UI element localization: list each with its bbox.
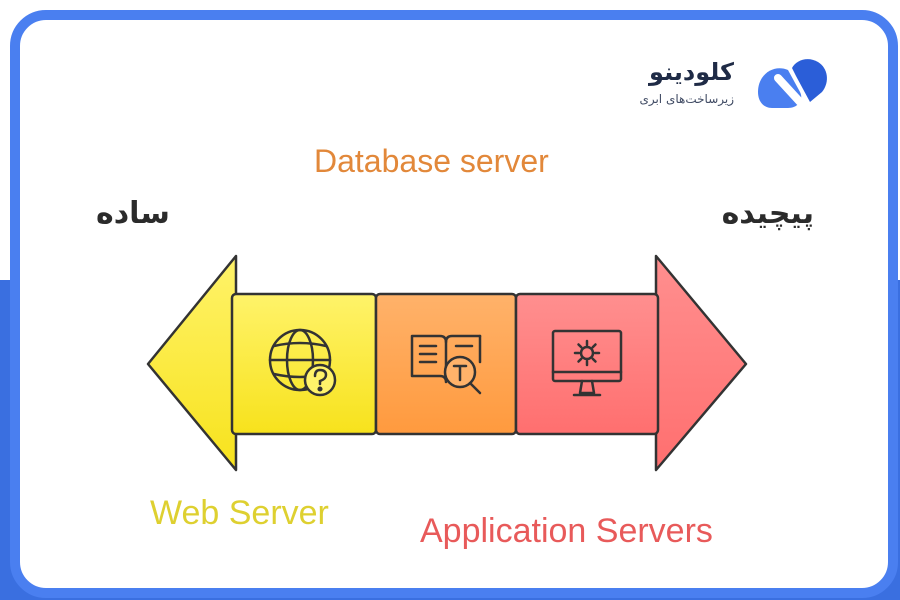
globe-question-icon <box>268 328 337 397</box>
monitor-gear-icon <box>551 329 623 397</box>
brand-tagline: زیرساخت‌های ابری <box>639 92 734 106</box>
application-servers-label: Application Servers <box>420 512 713 550</box>
simple-label: ساده <box>96 196 170 231</box>
right-arrowhead <box>654 254 748 472</box>
book-search-icon <box>410 334 482 395</box>
web-server-label: Web Server <box>150 494 329 532</box>
brand-name: کلودینو <box>649 58 734 86</box>
complex-label: پیچیده <box>721 196 814 231</box>
cloudino-logo-icon <box>758 59 827 108</box>
segment-web <box>230 292 378 436</box>
database-server-label: Database server <box>314 143 549 179</box>
left-arrowhead <box>146 254 238 472</box>
